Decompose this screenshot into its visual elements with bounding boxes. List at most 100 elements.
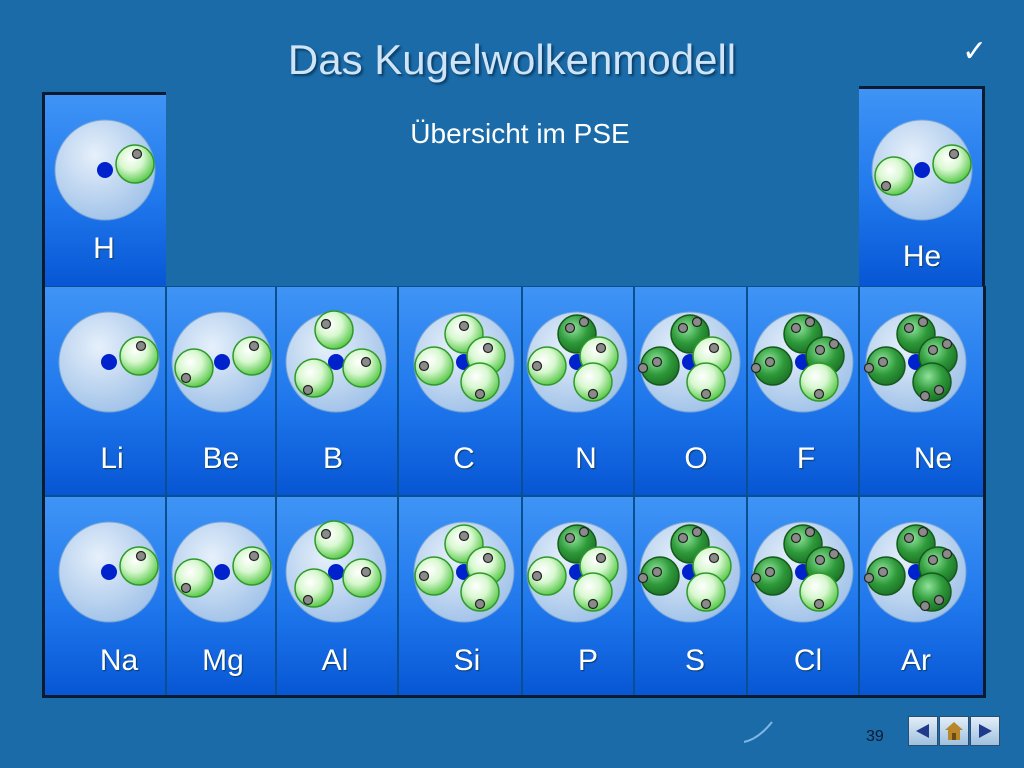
electron [135,550,147,562]
symbol-o: O [684,442,708,475]
home-icon [945,722,963,740]
electron [903,322,915,334]
electron [708,552,720,564]
atom-s [637,521,741,623]
symbol-al: Al [321,644,349,677]
symbol-h: H [93,232,115,265]
electron [248,340,260,352]
nucleus [214,564,230,580]
atom-he [871,119,973,221]
electron [578,316,590,328]
electron [764,566,776,578]
electron [564,532,576,544]
single-electron-cloud [460,572,500,612]
symbol-n: N [575,442,597,475]
symbol-f: F [796,442,816,475]
electron [700,388,712,400]
home-button[interactable] [939,716,969,746]
atom-li [58,311,160,413]
paired-electron-cloud [912,572,952,612]
single-electron-cloud [686,572,726,612]
single-electron-cloud [174,558,214,598]
electron [933,594,945,606]
atom-b [285,310,387,413]
nucleus [328,354,344,370]
checkmark-icon: ✓ [962,34,988,69]
nucleus [97,162,113,178]
single-electron-cloud [119,336,159,376]
atom-p [526,521,628,623]
electron [877,566,889,578]
electron [903,532,915,544]
electron [941,548,953,560]
atom-be [171,311,273,413]
electron [941,338,953,350]
symbol-be: Be [202,442,240,475]
electron [919,390,931,402]
electron [764,356,776,368]
atom-o [637,311,741,413]
single-electron-cloud [342,348,382,388]
electron [482,552,494,564]
single-electron-cloud [232,336,272,376]
single-electron-cloud [573,572,613,612]
atom-c [413,311,515,413]
single-electron-cloud [686,362,726,402]
electron [863,572,875,584]
electron [578,526,590,538]
electron [813,388,825,400]
electron [587,598,599,610]
electron [919,600,931,612]
electron [933,384,945,396]
electron [595,342,607,354]
electron [248,550,260,562]
paired-electron-cloud [912,362,952,402]
pse-frame [42,286,986,698]
electron [804,316,816,328]
electron [917,316,929,328]
electron [180,582,192,594]
single-electron-cloud [342,558,382,598]
symbol-li: Li [100,442,124,475]
single-electron-cloud [799,362,839,402]
electron [691,316,703,328]
single-electron-cloud [232,546,272,586]
single-electron-cloud [527,556,567,596]
atom-mg [171,521,273,623]
electron [651,566,663,578]
nucleus [101,354,117,370]
electron [320,318,332,330]
electron [948,148,960,160]
single-electron-cloud [874,156,914,196]
swoosh-decoration [743,721,773,743]
previous-button[interactable] [908,716,938,746]
nucleus [101,564,117,580]
page-number: 39 [866,728,884,745]
symbol-p: P [577,644,598,677]
next-icon [979,724,992,738]
electron [418,360,430,372]
single-electron-cloud [119,546,159,586]
electron [180,372,192,384]
electron [814,554,826,566]
atom-h [54,119,156,221]
single-electron-cloud [414,346,454,386]
single-electron-cloud [314,520,354,560]
symbol-ne: Ne [913,442,953,475]
electron [637,362,649,374]
symbol-cl: Cl [793,644,823,677]
electron [458,320,470,332]
electron [828,338,840,350]
single-electron-cloud [527,346,567,386]
electron [474,598,486,610]
single-electron-cloud [414,556,454,596]
electron [790,532,802,544]
electron [700,598,712,610]
atom-ar [863,521,967,623]
next-button[interactable] [970,716,1000,746]
single-electron-cloud [314,310,354,350]
electron [880,180,892,192]
electron [750,572,762,584]
electron [651,356,663,368]
single-electron-cloud [932,144,972,184]
